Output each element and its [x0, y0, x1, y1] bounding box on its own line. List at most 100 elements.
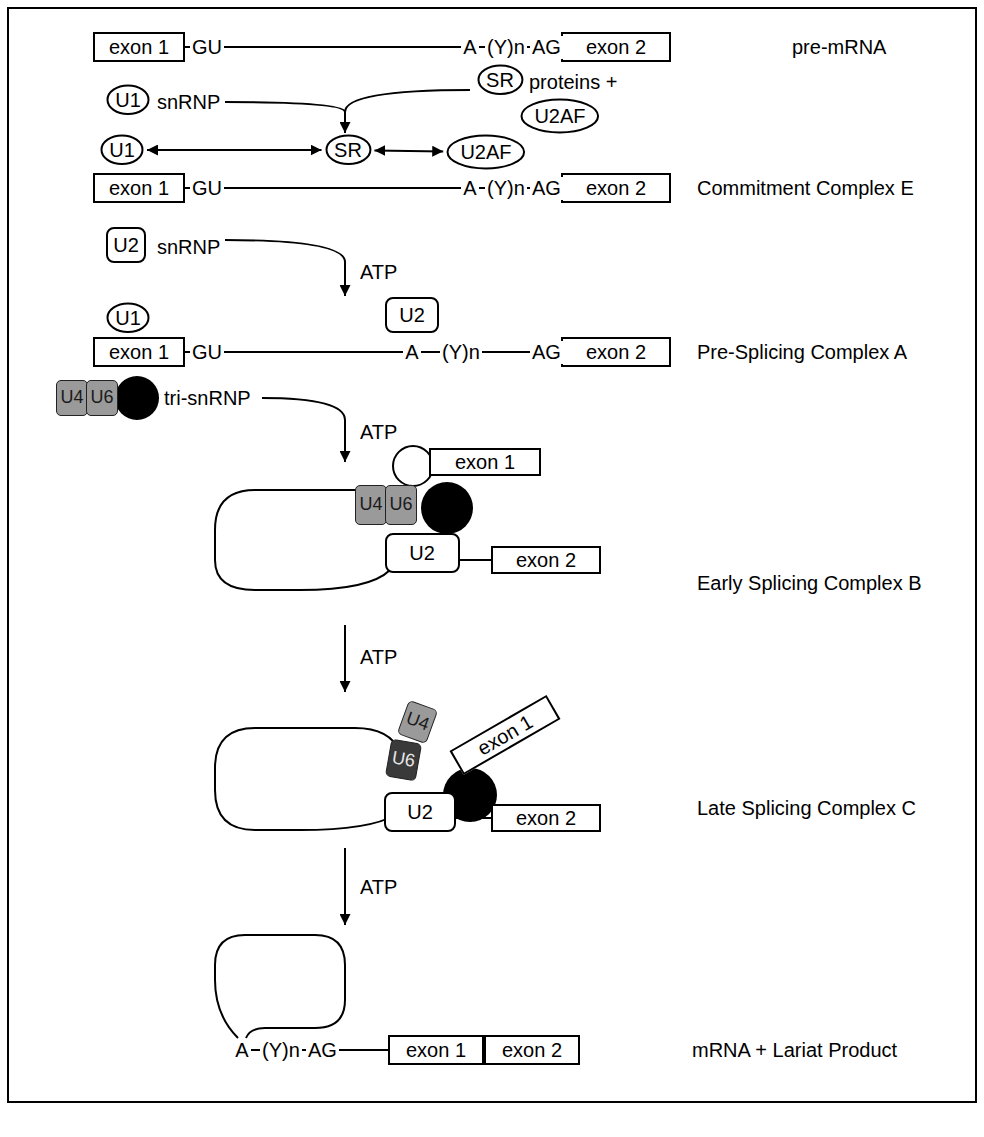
snrnp-circle: U1: [106, 302, 150, 334]
atp-label: ATP: [358, 421, 399, 444]
component-label: tri-snRNP: [162, 387, 253, 410]
exon-box: exon 1: [93, 173, 185, 203]
exon-box: exon 1: [93, 337, 185, 367]
ellipse-shape: [102, 136, 143, 165]
merge-arrow: [225, 102, 345, 112]
node-text: exon 2: [586, 177, 646, 199]
intron-loop: [215, 728, 400, 830]
exon-box: exon 2: [561, 32, 671, 62]
component-label: snRNP: [155, 236, 222, 259]
polypyrimidine-label: (Y)n: [260, 1039, 302, 1062]
node-text: exon 1: [109, 177, 169, 199]
step-arrow: [344, 110, 346, 133]
node-text: exon 1: [406, 1039, 466, 1061]
node-text: U1: [115, 89, 141, 111]
node-text: exon 2: [516, 807, 576, 829]
node-text: U6: [90, 388, 113, 408]
lariat-loop: [215, 935, 345, 1038]
exon-box: exon 2: [561, 173, 671, 203]
snrnp-box: U6: [86, 380, 117, 416]
node-text: U4: [359, 495, 382, 515]
node-text: U4: [404, 709, 432, 735]
node-text: U1: [109, 139, 135, 161]
node-text: exon 1: [109, 36, 169, 58]
snrnp-box: U2: [384, 792, 456, 832]
splice-site-label: AG: [530, 341, 563, 364]
snrnp-circle: U1: [106, 84, 150, 116]
polypyrimidine-label: (Y)n: [485, 36, 527, 59]
ellipse-shape: [108, 304, 149, 333]
node-text: U1: [115, 307, 141, 329]
splice-site-label: AG: [306, 1039, 339, 1062]
intron-loop: [215, 490, 390, 590]
ellipse-shape: [478, 66, 522, 95]
protein-blob: [421, 482, 473, 534]
u2af-ellipse: U2AF: [520, 98, 600, 134]
snrnp-box: U6: [385, 739, 422, 782]
polypyrimidine-label: (Y)n: [440, 341, 482, 364]
stage-label: Early Splicing Complex B: [695, 572, 924, 595]
snrnp-box: U6: [385, 485, 416, 525]
component-label: snRNP: [155, 91, 222, 114]
step-arrow: [262, 398, 345, 462]
node-text: U2AF: [534, 105, 585, 127]
splice-site-label: AG: [530, 177, 563, 200]
rna-strand: [185, 351, 561, 353]
atp-label: ATP: [358, 876, 399, 899]
splice-site-label: GU: [190, 177, 224, 200]
component-label: proteins +: [527, 71, 619, 94]
step-arrow: [225, 240, 345, 296]
node-text: exon 2: [586, 36, 646, 58]
polypyrimidine-label: (Y)n: [485, 177, 527, 200]
rna-strand: [459, 559, 492, 561]
stage-label: pre-mRNA: [790, 36, 888, 59]
exon-box: exon 2: [561, 337, 671, 367]
branch-point-label: A: [233, 1039, 250, 1062]
branch-point-label: A: [403, 341, 420, 364]
ellipse-shape: [326, 136, 370, 165]
exon-box: exon 1: [429, 448, 541, 476]
ellipse-shape: [108, 86, 149, 115]
splice-site-label: GU: [190, 36, 224, 59]
snrnp-box: U4: [355, 485, 386, 525]
exon-box: exon 2: [491, 546, 601, 574]
node-text: U2: [407, 801, 433, 823]
node-text: U2: [113, 234, 139, 256]
merge-arrow: [345, 90, 470, 112]
branch-point-label: A: [461, 36, 478, 59]
node-text: SR: [486, 69, 514, 91]
exon-box: exon 1: [388, 1035, 484, 1065]
stage-label: mRNA + Lariat Product: [690, 1039, 899, 1062]
atp-label: ATP: [358, 646, 399, 669]
node-text: exon 1: [473, 710, 536, 759]
snrnp-box: U2: [106, 227, 146, 263]
interaction-arrow: [374, 149, 443, 152]
ellipse-shape: [522, 100, 599, 133]
snrnp-circle: U1: [100, 134, 144, 166]
snrnp-box: U4: [56, 380, 87, 416]
node-text: exon 2: [516, 549, 576, 571]
snrnp-box: U2: [385, 297, 439, 333]
node-text: U2: [399, 304, 425, 326]
node-text: exon 1: [455, 451, 515, 473]
node-text: exon 2: [586, 341, 646, 363]
step-arrow: [344, 625, 346, 692]
exon-box: exon 1: [93, 32, 185, 62]
rna-strand: [455, 817, 492, 819]
u2af-ellipse: U2AF: [446, 134, 526, 170]
figure-frame: [8, 8, 976, 1102]
node-text: U2AF: [460, 141, 511, 163]
node-text: SR: [334, 139, 362, 161]
splice-site-label: AG: [530, 36, 563, 59]
node-text: U6: [391, 748, 417, 771]
snrnp-box: U4: [397, 700, 438, 744]
u1-remnant: [393, 446, 433, 486]
node-text: U6: [389, 495, 412, 515]
atp-label: ATP: [358, 261, 399, 284]
node-text: exon 2: [502, 1039, 562, 1061]
sr-protein-circle: SR: [325, 134, 372, 166]
node-text: exon 1: [109, 341, 169, 363]
exon-box: exon 2: [491, 804, 601, 832]
exon-box: exon 1: [450, 695, 561, 775]
sr-protein-circle: SR: [477, 64, 524, 96]
